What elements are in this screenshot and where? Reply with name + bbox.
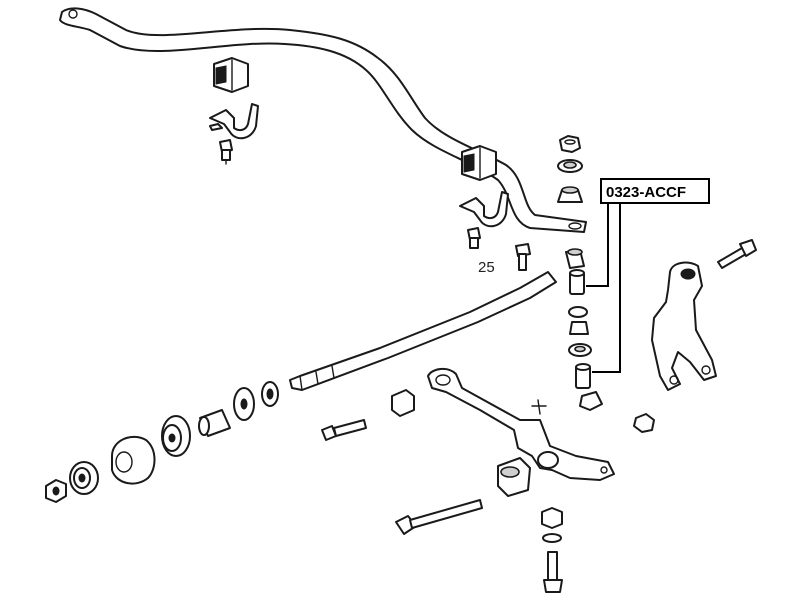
control-arm-bolt (395, 499, 483, 535)
radius-rod-collar (198, 409, 231, 437)
radius-rod (289, 271, 557, 391)
part-code-label: 0323-ACCF (606, 184, 686, 201)
radius-rod-bolt (515, 243, 531, 271)
ball-joint-nut (541, 507, 563, 529)
link-washer-lower (568, 343, 592, 357)
link-bushing-top (557, 186, 583, 203)
control-arm-bushing-front (391, 389, 415, 417)
link-nut-top (559, 135, 581, 153)
link-washer-mid (568, 306, 588, 318)
stabilizer-bushing-right (461, 145, 497, 181)
radius-rod-bushing-1 (161, 415, 191, 457)
bushing-bracket-right (459, 191, 509, 228)
control-arm-bushing-rear (497, 457, 531, 497)
steering-knuckle (651, 261, 717, 391)
radius-rod-washer-3 (69, 461, 99, 495)
stabilizer-link-collar (569, 269, 585, 295)
stabilizer-bushing-left (213, 57, 249, 93)
link-bushing-mid (569, 321, 589, 335)
lower-control-arm (427, 368, 615, 481)
stabilizer-link-collar-lower (575, 363, 591, 389)
radius-rod-washer-1 (261, 381, 279, 407)
knuckle-bolt (717, 239, 757, 269)
alignment-mark (531, 399, 547, 415)
part-number-callout: 0323-ACCF (586, 178, 710, 373)
stabilizer-bar (59, 7, 587, 233)
radius-rod-bushing-2 (111, 435, 156, 485)
bracket-bolt-right (467, 227, 481, 249)
link-washer-top (557, 159, 583, 173)
link-bushing-upper-2 (565, 248, 585, 269)
ball-joint-bolt (543, 551, 563, 593)
arm-nut-small (633, 413, 655, 433)
radius-rod-mount-bolt (321, 419, 367, 441)
leader-line-upper (586, 203, 609, 287)
radius-rod-washer-2 (233, 387, 255, 421)
link-nut-bottom (579, 391, 603, 411)
bracket-bolt-left (219, 139, 233, 165)
radius-rod-nut (45, 479, 67, 503)
callout-box (600, 178, 710, 204)
ball-joint-washer (542, 533, 562, 543)
leader-line-lower (592, 203, 621, 373)
item-number-label: 25 (478, 259, 495, 276)
bushing-bracket-left (209, 103, 259, 140)
